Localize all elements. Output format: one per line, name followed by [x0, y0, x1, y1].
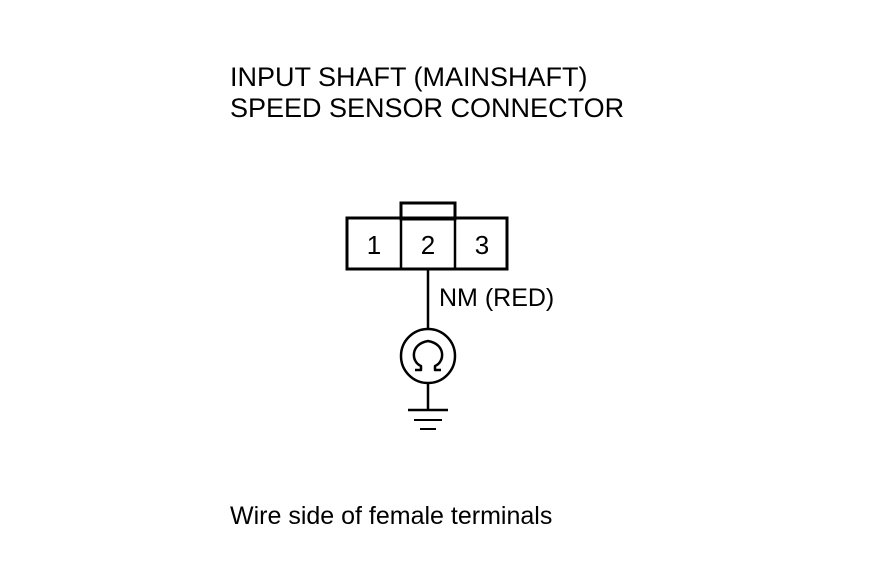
title-line-2: SPEED SENSOR CONNECTOR — [230, 93, 625, 123]
view-caption: Wire side of female terminals — [230, 502, 553, 530]
pin-1-label: 1 — [367, 230, 381, 260]
pin-2-label: 2 — [421, 230, 435, 260]
wire-color-label: NM (RED) — [439, 284, 555, 312]
ohmmeter-icon — [399, 327, 457, 385]
pin-3-label: 3 — [475, 230, 489, 260]
ground-icon — [408, 408, 448, 430]
title-line-1: INPUT SHAFT (MAINSHAFT) — [230, 62, 588, 92]
diagram-title: INPUT SHAFT (MAINSHAFT) SPEED SENSOR CON… — [230, 62, 624, 124]
